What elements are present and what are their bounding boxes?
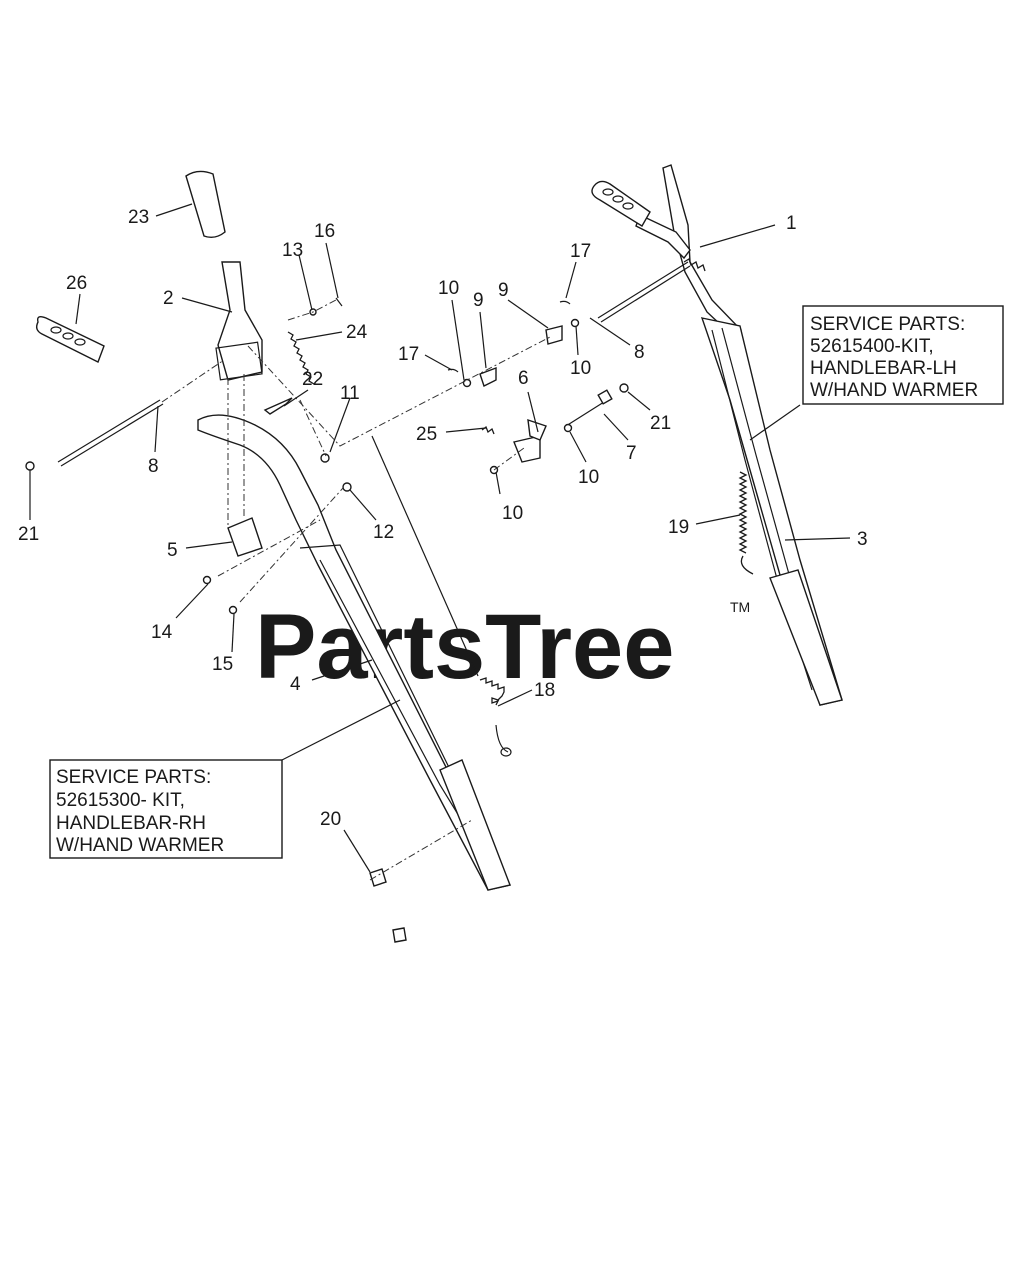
pin-12 xyxy=(342,482,352,492)
callout-9-left: 9 xyxy=(473,290,484,311)
lh-spring-19 xyxy=(738,471,754,575)
service-box-lh-line-2: 52615400-KIT, xyxy=(810,336,934,357)
lh-spring-top xyxy=(683,258,706,272)
bolt-20-extra xyxy=(392,927,407,943)
callout-3: 3 xyxy=(857,529,868,550)
washer-10c xyxy=(563,423,573,433)
callout-17-right: 17 xyxy=(570,241,591,262)
screw-21-right xyxy=(619,383,629,393)
lh-hand-grip xyxy=(591,180,651,227)
clip-17-left xyxy=(447,368,459,373)
callout-25: 25 xyxy=(416,424,437,445)
callout-16: 16 xyxy=(314,221,335,242)
lh-rod-8b xyxy=(600,265,691,323)
washer-10b xyxy=(570,318,580,328)
callout-10-a: 10 xyxy=(438,278,459,299)
callout-10-b: 10 xyxy=(570,358,591,379)
callout-26: 26 xyxy=(66,273,87,294)
service-parts-box-rh: SERVICE PARTS: 52615300- KIT, HANDLEBAR-… xyxy=(49,759,283,859)
nut-15 xyxy=(228,605,238,615)
lh-tube-foot xyxy=(769,569,843,706)
clip-17-right xyxy=(559,300,571,305)
knob-9a xyxy=(479,366,497,387)
lh-grip-stem xyxy=(635,214,691,260)
service-parts-box-lh: SERVICE PARTS: 52615400-KIT, HANDLEBAR-L… xyxy=(802,305,1004,405)
cable-18 xyxy=(371,435,479,677)
callout-10-c: 10 xyxy=(578,467,599,488)
callout-19: 19 xyxy=(668,517,689,538)
service-box-lh-line-1: SERVICE PARTS: xyxy=(810,314,965,335)
callout-9-right: 9 xyxy=(498,280,509,301)
washer-10a xyxy=(462,378,472,388)
lh-rod-8 xyxy=(597,261,689,319)
knob-9b xyxy=(545,325,563,345)
callout-4: 4 xyxy=(290,674,301,695)
rh-hand-grip-26 xyxy=(35,315,105,363)
service-box-lh-line-3: HANDLEBAR-LH xyxy=(810,358,957,379)
handlebar-rh-assembly xyxy=(35,170,512,891)
service-box-rh-line-2: 52615300- KIT, xyxy=(56,790,185,811)
spring-24 xyxy=(287,331,315,385)
service-box-lh-line-4: W/HAND WARMER xyxy=(810,380,978,401)
rh-rod-8b xyxy=(60,403,164,467)
callout-8-right: 8 xyxy=(634,342,645,363)
callout-6: 6 xyxy=(518,368,529,389)
lh-upper-handle xyxy=(662,164,742,342)
callout-numbers: 1 2 3 4 5 6 7 8 8 9 9 10 10 10 10 11 12 … xyxy=(18,207,868,830)
callout-20: 20 xyxy=(320,809,341,830)
rh-rod-8 xyxy=(57,399,161,463)
service-box-rh-line-4: W/HAND WARMER xyxy=(56,835,224,856)
callout-18: 18 xyxy=(534,680,555,701)
callout-24: 24 xyxy=(346,322,368,343)
callout-12: 12 xyxy=(373,522,394,543)
callout-10-d: 10 xyxy=(502,503,523,524)
callout-21-right: 21 xyxy=(650,413,671,434)
callout-5: 5 xyxy=(167,540,178,561)
alignment-lines xyxy=(161,299,553,881)
clip-22 xyxy=(263,397,293,415)
nut-14 xyxy=(202,575,212,585)
bracket-2 xyxy=(217,261,263,381)
pin-7 xyxy=(565,401,605,427)
rh-tube-foot xyxy=(439,759,511,891)
block-5 xyxy=(227,517,263,557)
callout-15: 15 xyxy=(212,654,233,675)
screw-21-left xyxy=(25,461,35,471)
handlebar-lh-assembly xyxy=(591,164,843,706)
center-parts xyxy=(25,297,629,943)
callout-21-left: 21 xyxy=(18,524,39,545)
leader-lines xyxy=(29,203,851,873)
knob-23 xyxy=(185,170,226,239)
callout-2: 2 xyxy=(163,288,174,309)
callout-14: 14 xyxy=(151,622,173,643)
service-box-rh-line-1: SERVICE PARTS: xyxy=(56,767,211,788)
callout-1: 1 xyxy=(786,213,797,234)
service-box-rh-line-3: HANDLEBAR-RH xyxy=(56,813,206,834)
bolt-20 xyxy=(369,868,387,887)
cable-spring-18 xyxy=(479,677,505,706)
callout-7: 7 xyxy=(626,443,637,464)
callout-11: 11 xyxy=(340,383,360,404)
callout-13: 13 xyxy=(282,240,303,261)
callout-22: 22 xyxy=(302,369,323,390)
callout-8-left: 8 xyxy=(148,456,159,477)
pin-16 xyxy=(335,297,343,307)
callout-23: 23 xyxy=(128,207,149,228)
callout-17-left: 17 xyxy=(398,344,419,365)
watermark-tm: TM xyxy=(730,599,750,615)
bracket-6 xyxy=(513,435,541,463)
pin-11 xyxy=(320,453,330,463)
